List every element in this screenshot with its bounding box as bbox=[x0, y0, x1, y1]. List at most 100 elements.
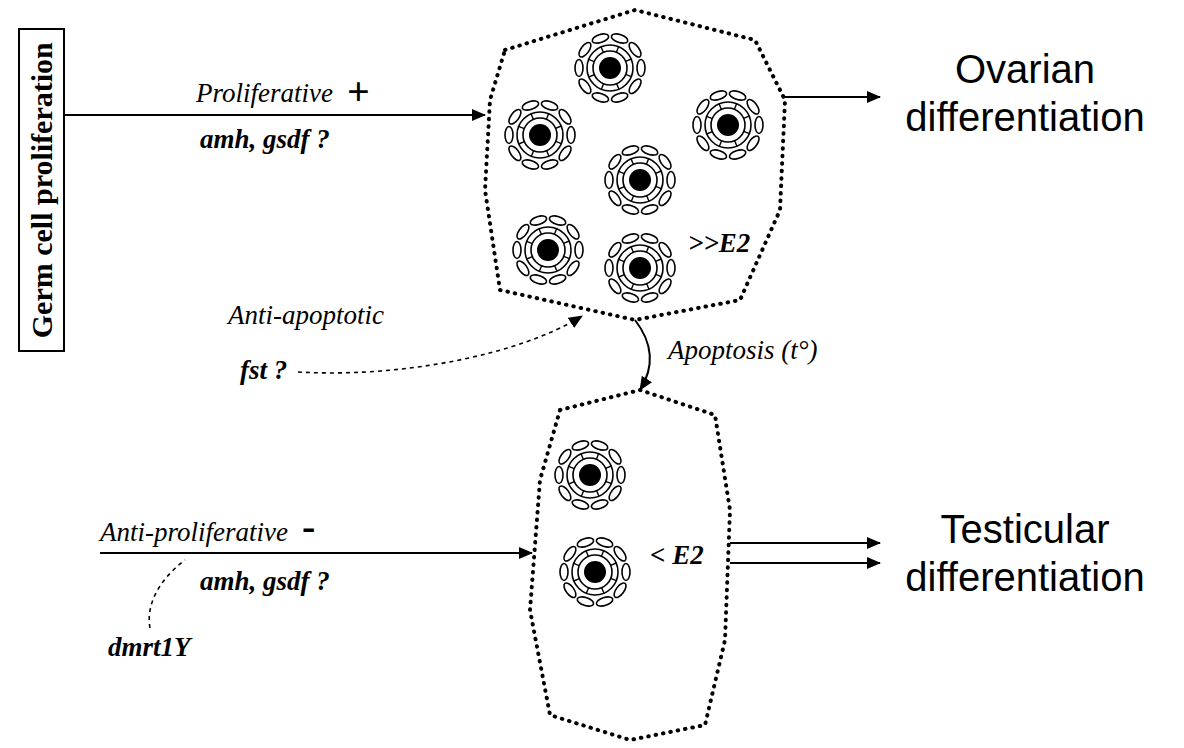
oocyte-nucleus bbox=[629, 257, 651, 279]
granulosa-cell bbox=[621, 203, 640, 216]
granulosa-cell bbox=[548, 214, 567, 227]
granulosa-cell bbox=[610, 32, 629, 45]
zona-tick bbox=[547, 151, 549, 157]
zona-ring bbox=[567, 452, 613, 498]
zona-tick bbox=[631, 247, 633, 253]
oocyte-membrane bbox=[623, 163, 657, 197]
zona-tick bbox=[601, 551, 603, 557]
zona-ring bbox=[525, 227, 571, 273]
zona-tick bbox=[574, 579, 580, 581]
zona-tick bbox=[656, 171, 662, 173]
outcome-label: Testicular differentiation bbox=[880, 505, 1170, 605]
arrow-connector bbox=[65, 114, 485, 116]
arrow-connector bbox=[730, 562, 880, 564]
hormone-level: >>E2 bbox=[688, 228, 750, 259]
oocyte-nucleus bbox=[579, 464, 601, 486]
oocyte-membrane bbox=[523, 118, 557, 152]
granulosa-cell bbox=[540, 99, 559, 112]
zona-tick bbox=[744, 131, 750, 133]
oocyte-nucleus bbox=[629, 169, 651, 191]
granulosa-cell bbox=[575, 60, 583, 77]
arrow-connector bbox=[730, 542, 880, 544]
process-label: Proliferative bbox=[196, 78, 333, 109]
follicle bbox=[505, 99, 575, 171]
ovary-region: >>E2 bbox=[485, 10, 785, 320]
zona-tick bbox=[586, 551, 588, 557]
granulosa-cell bbox=[571, 439, 590, 452]
zona-tick bbox=[631, 196, 633, 202]
zona-tick bbox=[601, 47, 603, 53]
zona-tick bbox=[611, 578, 617, 580]
granulosa-cell bbox=[755, 117, 763, 134]
gene-label: dmrt1Y bbox=[108, 632, 191, 663]
process-label: Apoptosis (t°) bbox=[668, 335, 818, 366]
dashed-leader bbox=[149, 560, 185, 628]
granulosa-cell bbox=[529, 273, 548, 286]
title-text: Germ cell proliferation bbox=[24, 42, 59, 338]
granulosa-cell bbox=[575, 242, 583, 259]
outcome-label: Ovarian differentiation bbox=[880, 45, 1170, 145]
zona-tick bbox=[581, 454, 583, 460]
oocyte-nucleus bbox=[599, 57, 621, 79]
granulosa-cell bbox=[605, 172, 613, 189]
anti-proliferative-arrow bbox=[100, 552, 532, 554]
oocyte-membrane bbox=[578, 555, 612, 589]
granulosa-cell bbox=[521, 158, 540, 171]
hormone-level: < E2 bbox=[650, 540, 704, 571]
granulosa-cell bbox=[595, 595, 614, 608]
follicle bbox=[555, 439, 625, 511]
zona-ring bbox=[705, 102, 751, 148]
zona-tick bbox=[539, 266, 541, 272]
granulosa-cell bbox=[693, 117, 701, 134]
outcome-text: Ovarian differentiation bbox=[880, 45, 1170, 141]
zona-tick bbox=[619, 171, 625, 173]
granulosa-cell bbox=[728, 148, 747, 161]
title-box: Germ cell proliferation bbox=[18, 28, 65, 352]
zona-tick bbox=[611, 563, 617, 565]
zona-tick bbox=[626, 74, 632, 76]
zona-tick bbox=[719, 141, 721, 147]
oocyte-membrane bbox=[573, 458, 607, 492]
granulosa-cell bbox=[576, 595, 595, 608]
oocyte-membrane bbox=[531, 233, 565, 267]
zona-tick bbox=[556, 126, 562, 128]
oocyte-nucleus bbox=[537, 239, 559, 261]
zona-tick bbox=[744, 116, 750, 118]
zona-tick bbox=[519, 126, 525, 128]
granulosa-cell bbox=[667, 260, 675, 277]
zona-tick bbox=[606, 466, 612, 468]
granulosa-cell bbox=[640, 203, 659, 216]
zona-tick bbox=[531, 151, 533, 157]
zona-tick bbox=[597, 491, 599, 497]
granulosa-cell bbox=[540, 158, 559, 171]
granulosa-cell bbox=[610, 91, 629, 104]
oocyte-nucleus bbox=[584, 561, 606, 583]
zona-tick bbox=[554, 229, 556, 235]
granulosa-cell bbox=[591, 32, 610, 45]
granulosa-cell bbox=[513, 242, 521, 259]
granulosa-cell bbox=[548, 273, 567, 286]
follicle bbox=[513, 214, 583, 286]
granulosa-cell bbox=[621, 232, 640, 245]
zona-tick bbox=[646, 247, 648, 253]
gene-label: amh, gsdf ? bbox=[200, 124, 330, 155]
zona-tick bbox=[589, 59, 595, 61]
granulosa-cell bbox=[622, 564, 630, 581]
zona-ring bbox=[517, 112, 563, 158]
outcome-text: Testicular differentiation bbox=[880, 505, 1170, 601]
zona-tick bbox=[527, 257, 533, 259]
zona-tick bbox=[734, 104, 736, 110]
oocyte-nucleus bbox=[717, 114, 739, 136]
zona-tick bbox=[656, 186, 662, 188]
granulosa-cell bbox=[605, 260, 613, 277]
zona-tick bbox=[646, 159, 648, 165]
zona-tick bbox=[707, 116, 713, 118]
granulosa-cell bbox=[555, 467, 563, 484]
zona-tick bbox=[626, 59, 632, 61]
zona-tick bbox=[555, 266, 557, 272]
granulosa-cell bbox=[595, 536, 614, 549]
zona-tick bbox=[647, 284, 649, 290]
zona-ring bbox=[587, 45, 633, 91]
zona-tick bbox=[616, 47, 618, 53]
